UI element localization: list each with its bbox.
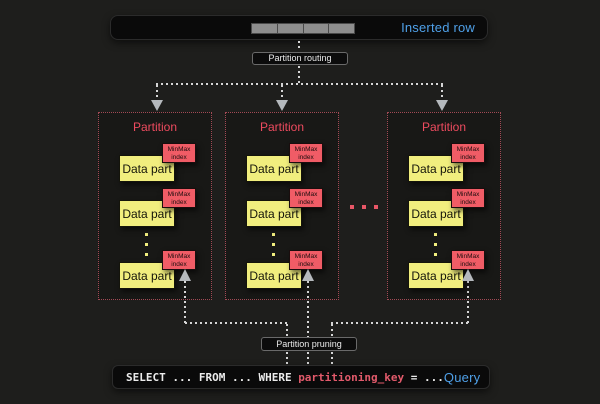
minmax-index-tag: MinMax index <box>451 143 485 163</box>
connector-line <box>184 281 186 323</box>
partition-title: Partition <box>421 120 467 134</box>
inserted-row-label: Inserted row <box>401 20 475 35</box>
connector-line <box>298 41 300 51</box>
connector-line <box>286 352 288 364</box>
arrow-up-icon <box>462 269 474 281</box>
partition-pruning-label: Partition pruning <box>261 337 357 351</box>
arrow-up-icon <box>302 269 314 281</box>
separator-dot <box>362 205 366 209</box>
data-parts-ellipsis-dot <box>272 253 275 256</box>
sql-after: = ... <box>404 370 444 384</box>
minmax-index-tag: MinMax index <box>289 188 323 208</box>
sql-before: SELECT ... FROM ... WHERE <box>126 370 299 384</box>
data-parts-ellipsis-dot <box>145 233 148 236</box>
data-parts-ellipsis-dot <box>145 253 148 256</box>
row-segment-cell <box>276 23 304 34</box>
partition-title: Partition <box>259 120 305 134</box>
minmax-index-tag: MinMax index <box>451 250 485 270</box>
separator-dot <box>374 205 378 209</box>
inserted-row-bar: Inserted row <box>110 15 488 40</box>
connector-line <box>298 66 300 83</box>
connector-line <box>331 322 468 324</box>
partition: Partition MinMax index Data part MinMax … <box>98 112 212 300</box>
connector-line <box>331 324 333 337</box>
minmax-index-tag: MinMax index <box>451 188 485 208</box>
partition-title: Partition <box>132 120 178 134</box>
sql-statement: SELECT ... FROM ... WHERE partitioning_k… <box>126 371 444 384</box>
connector-line <box>281 85 283 99</box>
minmax-index-tag: MinMax index <box>162 188 196 208</box>
connector-line <box>185 322 288 324</box>
sql-partitioning-key: partitioning_key <box>298 370 405 384</box>
partition-routing-label: Partition routing <box>252 52 348 65</box>
separator-dot <box>350 205 354 209</box>
row-segment-cell <box>328 23 355 34</box>
data-part: Data part <box>408 262 464 289</box>
query-label: Query <box>443 369 481 385</box>
arrow-up-icon <box>179 269 191 281</box>
data-parts-ellipsis-dot <box>145 243 148 246</box>
arrow-down-icon <box>151 100 163 111</box>
data-part: Data part <box>119 262 175 289</box>
data-parts-ellipsis-dot <box>434 233 437 236</box>
minmax-index-tag: MinMax index <box>289 250 323 270</box>
data-parts-ellipsis-dot <box>272 243 275 246</box>
data-parts-ellipsis-dot <box>272 233 275 236</box>
arrow-down-icon <box>276 100 288 111</box>
partition-separator <box>350 205 378 209</box>
connector-line <box>307 352 309 364</box>
connector-line <box>441 85 443 99</box>
connector-line <box>156 85 158 99</box>
query-bar: SELECT ... FROM ... WHERE partitioning_k… <box>112 365 490 389</box>
row-segments <box>251 23 355 34</box>
partition: Partition MinMax index Data part MinMax … <box>225 112 339 300</box>
partition: Partition MinMax index Data part MinMax … <box>387 112 501 300</box>
minmax-index-tag: MinMax index <box>289 143 323 163</box>
data-part: Data part <box>119 200 175 227</box>
minmax-index-tag: MinMax index <box>162 143 196 163</box>
minmax-index-tag: MinMax index <box>162 250 196 270</box>
connector-line <box>156 83 443 85</box>
row-segment-cell <box>251 23 278 34</box>
data-parts-ellipsis-dot <box>434 253 437 256</box>
data-part: Data part <box>408 200 464 227</box>
connector-line <box>467 281 469 323</box>
data-parts-ellipsis-dot <box>434 243 437 246</box>
row-segment-cell <box>302 23 330 34</box>
connector-line <box>307 281 309 337</box>
connector-line <box>286 324 288 337</box>
connector-line <box>331 352 333 364</box>
arrow-down-icon <box>436 100 448 111</box>
